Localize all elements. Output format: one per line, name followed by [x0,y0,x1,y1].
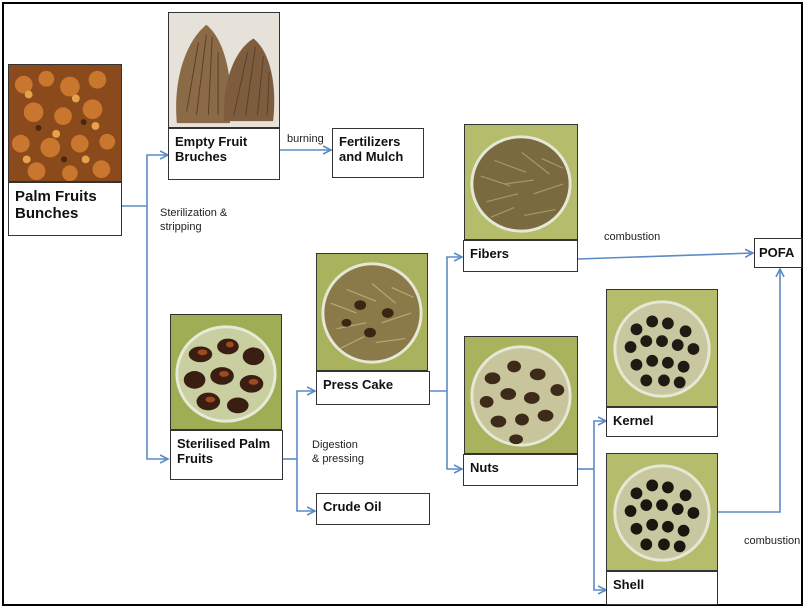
label-burning: burning [287,132,324,146]
sterilised-fruits-photo [170,314,282,430]
node-crude-oil: Crude Oil [316,493,430,525]
press-cake-photo [316,253,428,371]
arrow-to-fibers [447,257,462,391]
node-press-cake: Press Cake [316,371,430,405]
node-sterilised-palm-fruits: Sterilised Palm Fruits [170,430,283,480]
label-digestion: Digestion & pressing [312,438,364,466]
kernel-photo [606,289,718,407]
arrow-to-shell [594,469,606,590]
arrow-to-empty-fruit [147,155,168,206]
node-shell: Shell [606,571,718,605]
label-sterilization: Sterilization & stripping [160,206,227,234]
label-combustion-fibers: combustion [604,230,660,244]
palm-fruit-bunches-photo [8,64,122,182]
node-empty-fruit-bunches: Empty Fruit Bruches [168,128,280,180]
empty-fruit-bunches-photo [168,12,280,128]
node-nuts: Nuts [463,454,578,486]
node-fibers: Fibers [463,240,578,272]
arrow-to-sterilised [147,206,168,459]
node-kernel: Kernel [606,407,718,437]
fibers-photo [464,124,578,240]
arrow-to-kernel [594,421,606,469]
arrow-to-crude-oil [297,459,315,511]
label-combustion-shell: combustion [744,534,800,548]
node-palm-fruits-bunches: Palm Fruits Bunches [8,182,122,236]
arrow-shell-pofa [718,269,780,512]
shell-photo [606,453,718,571]
arrow-to-nuts [447,391,462,469]
node-pofa: POFA [754,238,802,268]
arrow-fibers-pofa [578,253,753,259]
node-fertilizers: Fertilizers and Mulch [332,128,424,178]
nuts-photo [464,336,578,454]
